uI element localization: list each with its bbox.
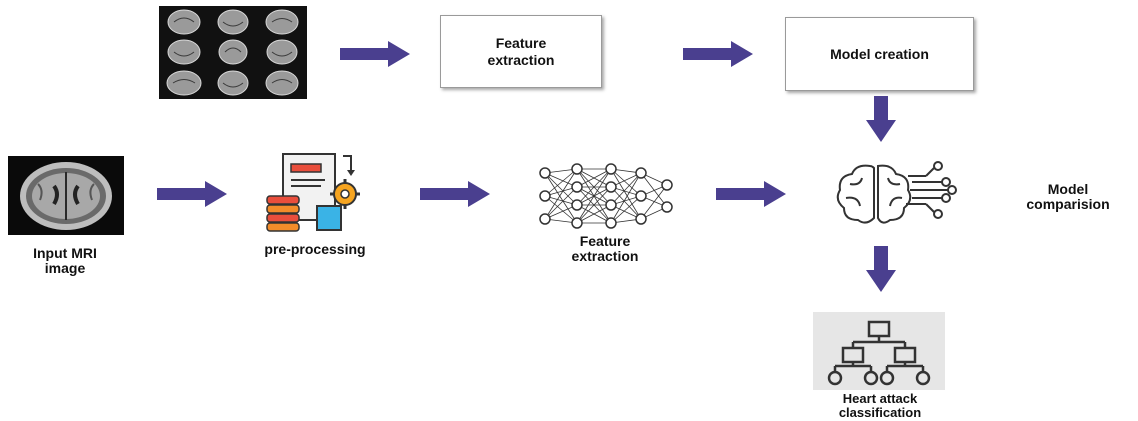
- pre-processing-label: pre-processing: [264, 241, 366, 257]
- model-comparison-label: Model comparision: [1026, 181, 1110, 212]
- flow-arrow: [716, 181, 786, 207]
- classification-label: Heart attack classification: [838, 391, 922, 420]
- hierarchy-tree-icon: [813, 312, 945, 390]
- feature-extraction-box: Feature extraction: [440, 15, 602, 88]
- flow-arrow-down: [866, 96, 896, 142]
- flow-arrow: [340, 41, 410, 67]
- brain-circuit-icon: [830, 160, 970, 226]
- flow-arrow-down: [866, 246, 896, 292]
- model-creation-box: Model creation: [785, 17, 974, 91]
- feature-extraction-label: Feature extraction: [571, 233, 639, 264]
- flow-arrow: [420, 181, 490, 207]
- flow-arrow: [157, 181, 227, 207]
- flow-arrow: [683, 41, 753, 67]
- input-mri-label: Input MRI image: [33, 245, 97, 276]
- brain-mri-scan: [8, 156, 124, 235]
- feature-extraction-box-label: Feature extraction: [487, 34, 555, 68]
- mri-slices-grid: [159, 6, 307, 99]
- model-creation-label: Model creation: [830, 45, 929, 62]
- neural-network-icon: [537, 163, 677, 229]
- document-gear-icon: [265, 150, 365, 234]
